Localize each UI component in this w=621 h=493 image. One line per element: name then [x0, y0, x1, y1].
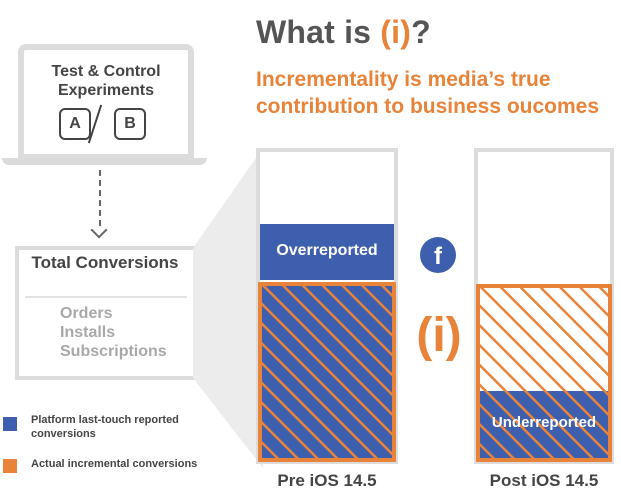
- total-conversions-divider: [25, 296, 187, 298]
- pre-ios-label: Pre iOS 14.5: [277, 471, 377, 490]
- incrementality-mark: (i): [416, 309, 462, 362]
- dashed-connector: [99, 170, 101, 226]
- title-suffix: ?: [411, 14, 431, 50]
- variant-a-box: A: [59, 108, 91, 140]
- legend-swatch-platform: [3, 417, 17, 431]
- pre-hatch-fill: [258, 282, 396, 462]
- pre-ios-incremental-block: [258, 282, 396, 462]
- conversion-type-item: Orders: [60, 305, 113, 322]
- funnel-polygon: [193, 148, 263, 468]
- conversion-type-item: Installs: [60, 324, 116, 341]
- title-accent: (i): [380, 14, 412, 50]
- facebook-icon: [420, 237, 456, 273]
- variant-b-box: B: [114, 108, 146, 140]
- overreported-label: Overreported: [276, 242, 378, 259]
- conversion-type-item: Subscriptions: [60, 343, 167, 360]
- legend-label-incremental: Actual incremental conversions: [31, 458, 198, 470]
- page-subtitle: Incrementality is media’s true contribut…: [256, 68, 600, 118]
- post-underreported-block: [480, 391, 608, 458]
- post-ios-label: Post iOS 14.5: [489, 471, 599, 490]
- experiment-title: Test & Control Experiments: [51, 63, 161, 99]
- facebook-icon-letter: f: [434, 243, 442, 270]
- laptop-base: [2, 158, 207, 165]
- arrow-down-icon: [90, 221, 108, 239]
- pre-ios-overreported-block: [260, 224, 394, 280]
- post-ios-incremental-block: [476, 284, 612, 462]
- legend-label-platform: Platform last-touch reported conversions: [31, 414, 179, 440]
- legend-swatch-incremental: [3, 459, 17, 473]
- title-prefix: What is: [256, 14, 381, 50]
- total-conversions-box: [15, 246, 201, 380]
- total-conversions-title: Total Conversions: [31, 253, 179, 272]
- underreported-label: Underreported: [491, 414, 597, 431]
- laptop-screen: [18, 44, 194, 160]
- page-title: What is (i)?: [256, 14, 431, 51]
- funnel-shape: [193, 148, 263, 468]
